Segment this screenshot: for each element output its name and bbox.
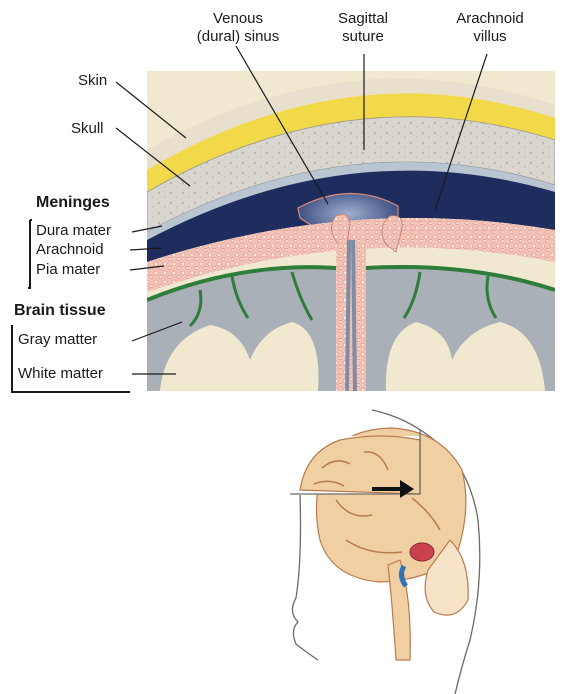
- skin-label: Skin: [78, 72, 107, 90]
- dura-mater-label: Dura mater: [36, 222, 111, 240]
- arachnoid-villus-label: Arachnoid villus: [450, 10, 530, 46]
- venous-sinus-label-line2: (dural) sinus: [168, 28, 308, 46]
- arachnoid-label: Arachnoid: [36, 241, 104, 259]
- head-sagittal-sketch: [290, 410, 480, 694]
- sagittal-suture-label-line1: Sagittal: [323, 10, 403, 28]
- arachnoid-villus-label-line2: villus: [450, 28, 530, 46]
- pia-mater-label: Pia mater: [36, 261, 100, 279]
- white-matter-label: White matter: [18, 365, 103, 383]
- arachnoid-villus-label-line1: Arachnoid: [450, 10, 530, 28]
- venous-sinus-label: Venous (dural) sinus: [168, 10, 308, 46]
- venous-sinus-label-line1: Venous: [168, 10, 308, 28]
- sagittal-suture-label: Sagittal suture: [323, 10, 403, 46]
- gray-matter-label: Gray matter: [18, 331, 97, 349]
- brain-tissue-heading: Brain tissue: [14, 302, 106, 320]
- skull-label: Skull: [71, 120, 104, 138]
- meninges-heading: Meninges: [36, 194, 110, 212]
- cross-section-panel: [147, 71, 555, 391]
- sagittal-suture-label-line2: suture: [323, 28, 403, 46]
